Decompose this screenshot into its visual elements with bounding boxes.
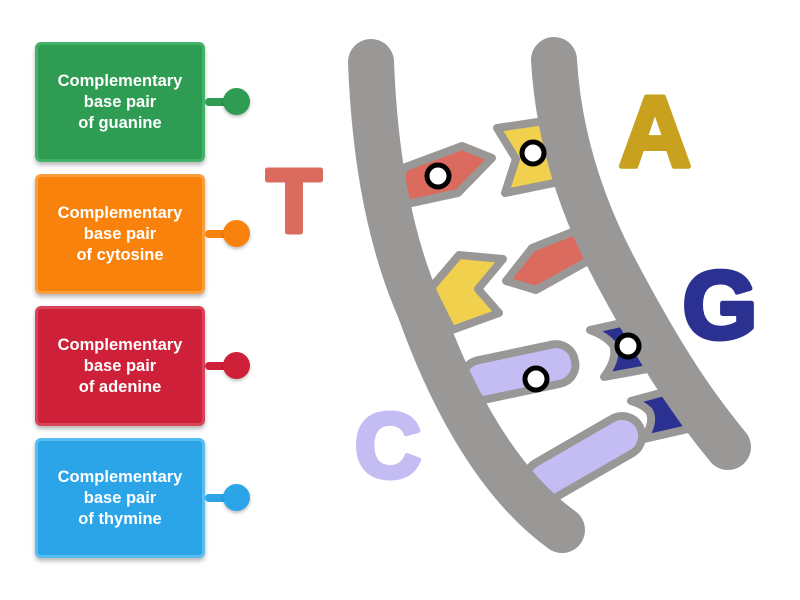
target-dot-rung1-yellow[interactable] — [519, 139, 547, 167]
letter-T: T — [267, 152, 322, 252]
target-dot-rung3-navy[interactable] — [614, 332, 642, 360]
label-card-guanine[interactable]: Complementary base pair of guanine — [35, 42, 205, 162]
connector-dot-cytosine[interactable] — [223, 220, 250, 247]
connector-stem — [205, 230, 228, 238]
label-text-line: of guanine — [78, 113, 162, 132]
ladder-left-rail — [348, 39, 585, 553]
label-text-line: base pair — [83, 488, 157, 507]
connector-dot-guanine[interactable] — [223, 88, 250, 115]
label-card-cytosine[interactable]: Complementary base pair of cytosine — [35, 174, 205, 294]
label-text-line: of adenine — [78, 377, 162, 396]
connector-stem — [205, 98, 228, 106]
label-card-thymine[interactable]: Complementary base pair of thymine — [35, 438, 205, 558]
label-text-line: of thymine — [78, 509, 162, 528]
connector-dot-adenine[interactable] — [223, 352, 250, 379]
letter-G: G — [683, 252, 758, 359]
connector-stem — [205, 494, 228, 502]
target-dot-rung1-salmon[interactable] — [424, 162, 452, 190]
label-text-line: Complementary — [57, 71, 183, 90]
label-text-line: Complementary — [57, 335, 183, 354]
label-text-line: base pair — [83, 92, 157, 111]
label-text-line: base pair — [83, 356, 157, 375]
target-dot-rung3-lavender[interactable] — [522, 365, 550, 393]
ladder-right-rail — [531, 37, 751, 470]
connector-dot-thymine[interactable] — [223, 484, 250, 511]
label-text-line: Complementary — [57, 203, 183, 222]
label-card-adenine[interactable]: Complementary base pair of adenine — [35, 306, 205, 426]
letter-C: C — [355, 395, 421, 497]
label-text-line: of cytosine — [76, 245, 164, 264]
connector-stem — [205, 362, 228, 370]
label-text-line: base pair — [83, 224, 157, 243]
letter-A: A — [619, 76, 691, 188]
label-text-line: Complementary — [57, 467, 183, 486]
